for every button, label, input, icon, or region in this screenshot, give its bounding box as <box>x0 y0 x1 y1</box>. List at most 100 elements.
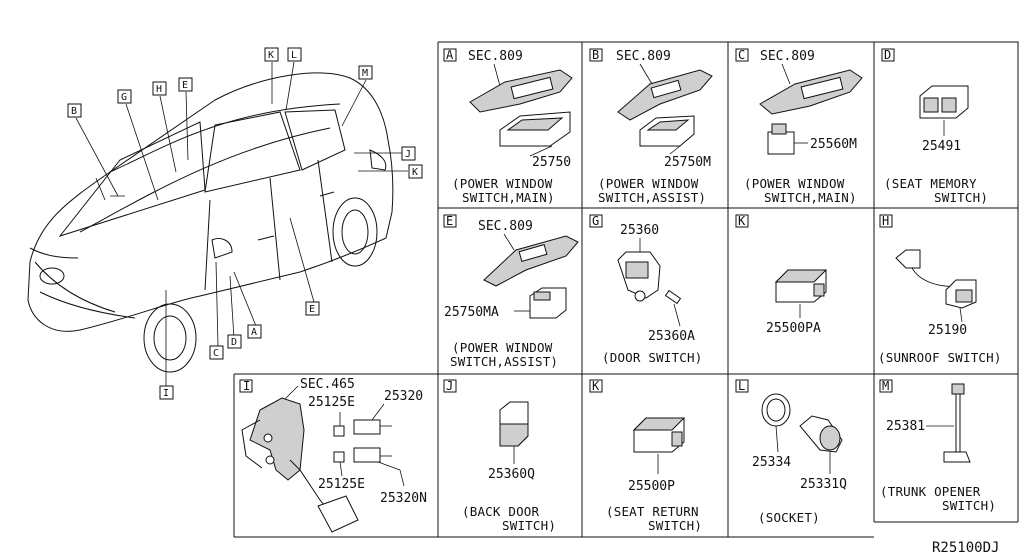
svg-text:M: M <box>362 68 368 79</box>
svg-text:J: J <box>446 379 453 393</box>
svg-text:E: E <box>182 80 188 91</box>
callout-tag-A: A <box>247 324 262 339</box>
svg-text:25360Q: 25360Q <box>488 467 535 482</box>
callout-tag-M: M <box>358 65 373 80</box>
svg-text:25320N: 25320N <box>380 491 427 506</box>
svg-text:A: A <box>446 48 454 62</box>
svg-text:I: I <box>243 379 250 393</box>
svg-text:B: B <box>71 106 77 117</box>
svg-text:A: A <box>251 327 257 338</box>
svg-text:25125E: 25125E <box>308 395 355 410</box>
svg-text:I: I <box>163 388 169 399</box>
svg-text:25500PA: 25500PA <box>766 321 821 336</box>
svg-text:25334: 25334 <box>752 455 791 470</box>
svg-text:SWITCH): SWITCH) <box>502 518 556 533</box>
svg-text:(SEAT MEMORY: (SEAT MEMORY <box>884 176 977 191</box>
svg-text:SWITCH,MAIN): SWITCH,MAIN) <box>462 190 555 205</box>
svg-text:SWITCH,ASSIST): SWITCH,ASSIST) <box>598 190 706 205</box>
vehicle-callouts: B G H E K L M J K E A D C I <box>67 47 423 400</box>
svg-text:(POWER WINDOW: (POWER WINDOW <box>452 340 553 355</box>
svg-text:SEC.809: SEC.809 <box>468 49 523 64</box>
svg-text:(SOCKET): (SOCKET) <box>758 510 820 525</box>
callout-tag-B: B <box>67 103 82 118</box>
callout-tag-J: J <box>401 146 416 161</box>
cell-J: J 25360Q (BACK DOOR SWITCH) <box>443 379 556 533</box>
svg-text:(DOOR SWITCH): (DOOR SWITCH) <box>602 350 702 365</box>
svg-text:SWITCH): SWITCH) <box>942 498 996 513</box>
svg-text:SEC.809: SEC.809 <box>478 219 533 234</box>
svg-text:(POWER WINDOW: (POWER WINDOW <box>452 176 553 191</box>
callout-tag-I: I <box>159 385 174 400</box>
svg-text:(POWER WINDOW: (POWER WINDOW <box>598 176 699 191</box>
cell-M: M 25381 (TRUNK OPENER SWITCH) <box>879 379 996 513</box>
callout-tag-D: D <box>227 334 242 349</box>
svg-text:E: E <box>309 304 315 315</box>
vehicle-illustration <box>27 72 394 373</box>
callout-tag-E2: E <box>305 301 320 316</box>
callout-tag-K: K <box>264 47 279 62</box>
svg-text:K: K <box>412 167 418 178</box>
svg-text:D: D <box>884 48 891 62</box>
svg-text:25750: 25750 <box>532 155 571 170</box>
svg-text:25331Q: 25331Q <box>800 477 847 492</box>
svg-text:(SUNROOF SWITCH): (SUNROOF SWITCH) <box>878 350 1002 365</box>
svg-text:25500P: 25500P <box>628 479 675 494</box>
diagram-reference-code: R25100DJ <box>932 540 999 556</box>
cell-B: B SEC.809 25750M (POWER WINDOW SWITCH,AS… <box>589 48 713 205</box>
svg-text:B: B <box>592 48 599 62</box>
svg-text:L: L <box>291 50 297 61</box>
svg-text:25750M: 25750M <box>664 155 711 170</box>
callout-tag-L: L <box>287 47 302 62</box>
cell-G: G 25360 25360A (DOOR SWITCH) <box>589 214 702 365</box>
callout-tag-G: G <box>117 89 132 104</box>
svg-text:SWITCH): SWITCH) <box>934 190 988 205</box>
svg-text:25320: 25320 <box>384 389 423 404</box>
svg-text:25491: 25491 <box>922 139 961 154</box>
svg-text:J: J <box>405 149 411 160</box>
svg-text:25190: 25190 <box>928 323 967 338</box>
svg-text:(SEAT RETURN: (SEAT RETURN <box>606 504 699 519</box>
grid-lines <box>233 41 1019 538</box>
svg-text:H: H <box>156 84 162 95</box>
svg-text:25381: 25381 <box>886 419 925 434</box>
svg-text:25360A: 25360A <box>648 329 695 344</box>
svg-text:M: M <box>882 379 889 393</box>
svg-text:E: E <box>446 214 453 228</box>
svg-text:K: K <box>592 379 600 393</box>
cell-L: L 25334 25331Q (SOCKET) <box>735 379 847 525</box>
svg-text:25750MA: 25750MA <box>444 305 499 320</box>
cell-E: E SEC.809 25750MA (POWER WINDOW SWITCH,A… <box>443 214 579 369</box>
callout-tag-K2: K <box>408 164 423 179</box>
cell-I: I SEC.465 25125E 25320 25125E 25320N <box>239 377 427 533</box>
svg-text:L: L <box>738 379 745 393</box>
cell-C: C SEC.809 25560M (POWER WINDOW SWITCH,MA… <box>735 48 863 205</box>
cell-D: D 25491 (SEAT MEMORY SWITCH) <box>881 48 988 205</box>
svg-text:D: D <box>231 337 237 348</box>
svg-text:SEC.809: SEC.809 <box>760 49 815 64</box>
svg-text:(TRUNK OPENER: (TRUNK OPENER <box>880 484 981 499</box>
svg-text:25560M: 25560M <box>810 137 857 152</box>
svg-text:G: G <box>121 92 127 103</box>
cell-H: H 25190 (SUNROOF SWITCH) <box>878 214 1002 365</box>
cell-K2: K 25500P (SEAT RETURN SWITCH) <box>589 379 702 533</box>
svg-text:SWITCH): SWITCH) <box>648 518 702 533</box>
svg-text:(BACK DOOR: (BACK DOOR <box>462 504 540 519</box>
callout-tag-E: E <box>178 77 193 92</box>
svg-text:SEC.465: SEC.465 <box>300 377 355 392</box>
svg-text:SEC.809: SEC.809 <box>616 49 671 64</box>
callout-tag-H: H <box>152 81 167 96</box>
svg-text:SWITCH,MAIN): SWITCH,MAIN) <box>764 190 857 205</box>
svg-text:H: H <box>882 214 889 228</box>
svg-text:25360: 25360 <box>620 223 659 238</box>
svg-text:C: C <box>738 48 745 62</box>
callout-tag-C: C <box>209 345 224 360</box>
svg-text:K: K <box>738 214 746 228</box>
cell-K1: K 25500PA <box>735 214 828 336</box>
svg-text:G: G <box>592 214 599 228</box>
svg-text:25125E: 25125E <box>318 477 365 492</box>
svg-text:(POWER WINDOW: (POWER WINDOW <box>744 176 845 191</box>
cell-A: A SEC.809 25750 (POWER WINDOW SWITCH,MAI… <box>443 48 573 205</box>
svg-text:SWITCH,ASSIST): SWITCH,ASSIST) <box>450 354 558 369</box>
svg-text:K: K <box>268 50 274 61</box>
